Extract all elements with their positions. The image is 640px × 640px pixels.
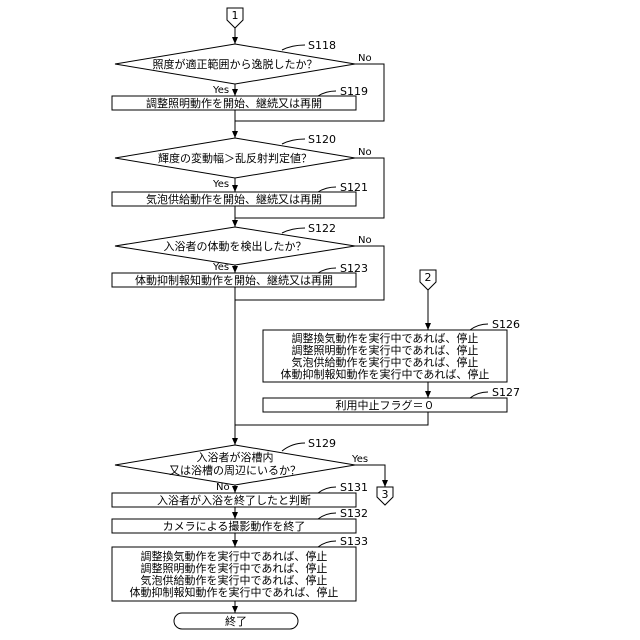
decision-s129-line-1: 入浴者が浴槽内 [197, 450, 274, 464]
step-id-s132: S132 [340, 507, 368, 520]
leader-s132 [318, 513, 336, 519]
process-s133-line-2: 調整照明動作を実行中であれば、停止 [141, 561, 328, 575]
leader-s133 [318, 541, 336, 547]
process-s123-text: 体動抑制報知動作を開始、継続又は再開 [135, 273, 333, 287]
process-s131-text: 入浴者が入浴を終了したと判断 [157, 493, 311, 507]
leader-s119 [318, 91, 336, 96]
leader-s121 [318, 187, 336, 192]
leader-s118 [282, 45, 305, 50]
decision-s120-text: 輝度の変動幅＞乱反射判定値？ [158, 151, 312, 165]
leader-s123 [318, 268, 336, 273]
process-s121-text: 気泡供給動作を開始、継続又は再開 [146, 192, 322, 206]
decision-s122-text: 入浴者の体動を検出したか？ [164, 239, 307, 253]
terminator-end-text: 終了 [225, 614, 247, 628]
yes-label-s118: Yes [212, 85, 229, 96]
step-id-s120: S120 [308, 133, 336, 146]
no-label-s129: No [216, 482, 230, 493]
step-id-s133: S133 [340, 535, 368, 548]
no-label-s122: No [358, 235, 372, 246]
process-s133-line-4: 体動抑制報知動作を実行中であれば、停止 [130, 585, 339, 599]
process-s126-line-3: 気泡供給動作を実行中であれば、停止 [292, 355, 479, 369]
no-label-s120: No [358, 147, 372, 158]
step-id-s129: S129 [308, 437, 336, 450]
process-s126-line-1: 調整換気動作を実行中であれば、停止 [292, 331, 479, 345]
process-s126-line-4: 体動抑制報知動作を実行中であれば、停止 [281, 367, 490, 381]
decision-s118-text: 照度が適正範囲から逸脱したか？ [153, 57, 318, 71]
leader-s126 [470, 324, 488, 330]
step-id-s126: S126 [492, 318, 520, 331]
step-id-s131: S131 [340, 481, 368, 494]
process-s132-text: カメラによる撮影動作を終了 [163, 519, 306, 533]
step-id-s121: S121 [340, 181, 368, 194]
leader-s122 [282, 228, 305, 233]
connector-1-label: 1 [232, 9, 239, 22]
step-id-s118: S118 [308, 39, 336, 52]
process-s133-line-3: 気泡供給動作を実行中であれば、停止 [141, 573, 328, 587]
process-s126-line-2: 調整照明動作を実行中であれば、停止 [292, 343, 479, 357]
yes-label-s120: Yes [212, 179, 229, 190]
decision-s129-line-2: 又は浴槽の周辺にいるか？ [169, 464, 301, 477]
step-id-s123: S123 [340, 262, 368, 275]
connector-2-label: 2 [425, 271, 432, 284]
connector-3-label: 3 [382, 488, 389, 501]
process-s127-text: 利用中止フラグ＝０ [336, 398, 435, 412]
merge-line [235, 412, 428, 425]
yes-label-s122: Yes [212, 262, 229, 273]
yes-label-s129: Yes [351, 454, 368, 465]
leader-s129 [282, 443, 305, 451]
leader-s127 [470, 392, 488, 398]
step-id-s122: S122 [308, 222, 336, 235]
step-id-s127: S127 [492, 386, 520, 399]
leader-s120 [282, 139, 305, 144]
step-id-s119: S119 [340, 85, 368, 98]
leader-s131 [318, 487, 336, 493]
no-label-s118: No [358, 53, 372, 64]
process-s119-text: 調整照明動作を開始、継続又は再開 [146, 96, 322, 110]
process-s133-line-1: 調整換気動作を実行中であれば、停止 [141, 549, 328, 563]
